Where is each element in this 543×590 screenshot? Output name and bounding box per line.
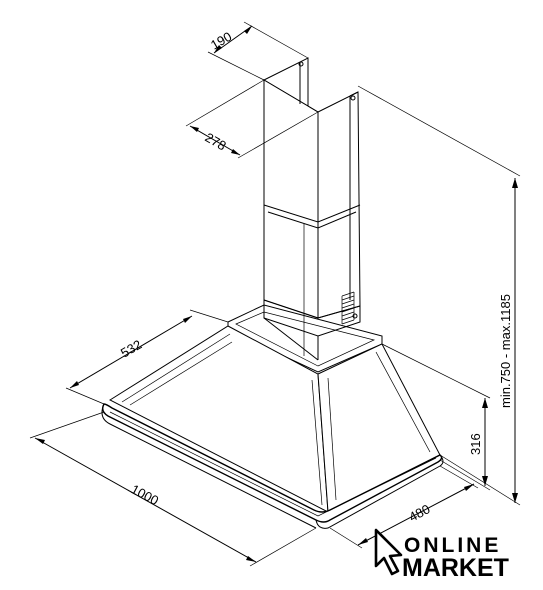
dim-label-278: 278 xyxy=(203,130,229,154)
dim-label-480: 480 xyxy=(406,501,432,524)
dim-label-190: 190 xyxy=(208,29,234,53)
dim-label-1000: 1000 xyxy=(129,481,162,508)
dimension-hood-height: 316 xyxy=(381,343,491,491)
dim-label-316: 316 xyxy=(468,433,483,455)
dimension-total-height: min.750 - max.1185 xyxy=(357,85,521,506)
chimney xyxy=(262,57,361,361)
cursor-arrow-icon xyxy=(374,528,403,576)
dimension-chimney-width: 190 xyxy=(207,21,309,81)
hood-canopy xyxy=(101,304,444,529)
vent-grille-icon xyxy=(341,291,355,325)
dim-label-total-height: min.750 - max.1185 xyxy=(498,294,513,408)
logo-line-market: MARKET xyxy=(402,554,509,582)
online-market-logo: ONLINE MARKET xyxy=(374,528,509,582)
logo-line-online: ONLINE xyxy=(404,534,501,557)
